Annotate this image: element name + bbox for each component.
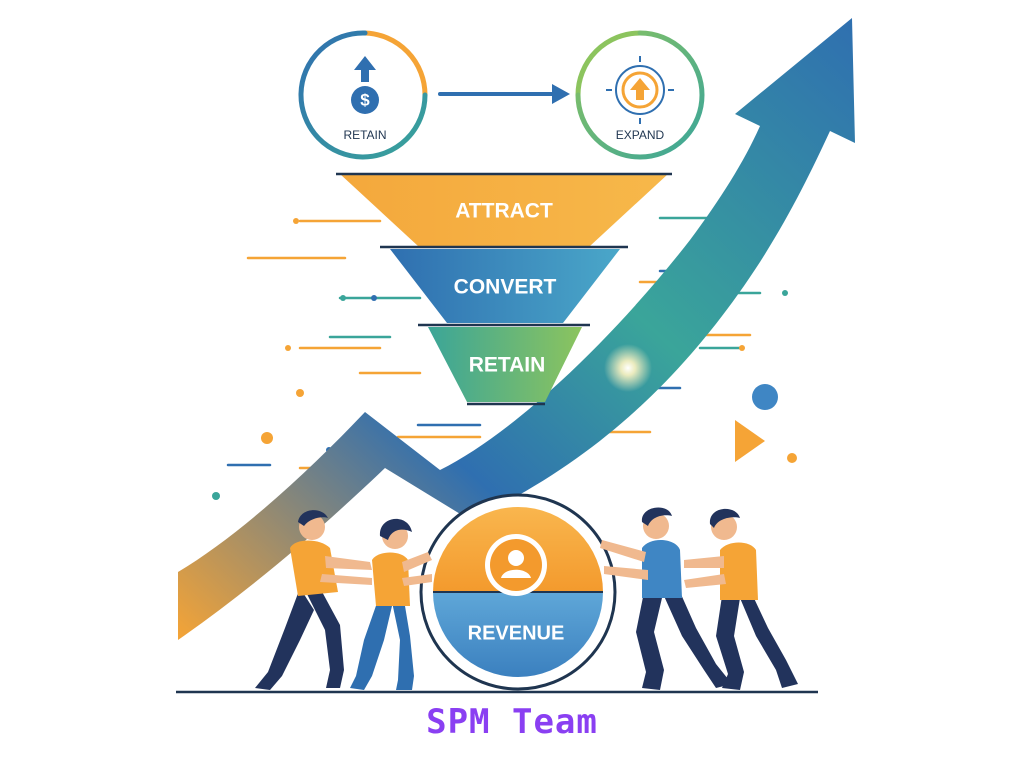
funnel-label-attract: ATTRACT — [455, 200, 553, 223]
funnel: ATTRACT CONVERT RETAIN — [336, 172, 672, 406]
funnel-stage-convert — [390, 249, 620, 323]
person-right-1 — [600, 507, 732, 690]
brand-title: SPM Team — [426, 702, 598, 742]
funnel-label-convert: CONVERT — [454, 276, 557, 299]
expand-cycle-node: EXPAND — [575, 30, 705, 160]
retain-cycle-node: $ RETAIN — [298, 30, 428, 160]
person-left-2 — [350, 518, 432, 690]
person-left-1 — [255, 510, 372, 690]
cycle-connector-arrow — [438, 84, 570, 104]
revenue-hub: REVENUE — [419, 493, 617, 691]
funnel-stage-retain — [428, 327, 582, 402]
user-icon — [485, 534, 547, 596]
funnel-stage-attract — [340, 174, 668, 246]
decor-dots — [212, 218, 797, 500]
svg-text:$: $ — [360, 90, 370, 109]
growth-arrow — [178, 18, 855, 640]
person-right-2 — [684, 508, 798, 690]
sparkle — [604, 344, 652, 392]
funnel-label-retain: RETAIN — [469, 354, 546, 377]
hub-label-revenue: REVENUE — [468, 622, 565, 644]
target-up-arrow-icon — [606, 56, 674, 124]
dollar-up-icon: $ — [351, 56, 379, 114]
retain-cycle-label: RETAIN — [343, 128, 386, 142]
expand-cycle-label: EXPAND — [616, 128, 665, 142]
